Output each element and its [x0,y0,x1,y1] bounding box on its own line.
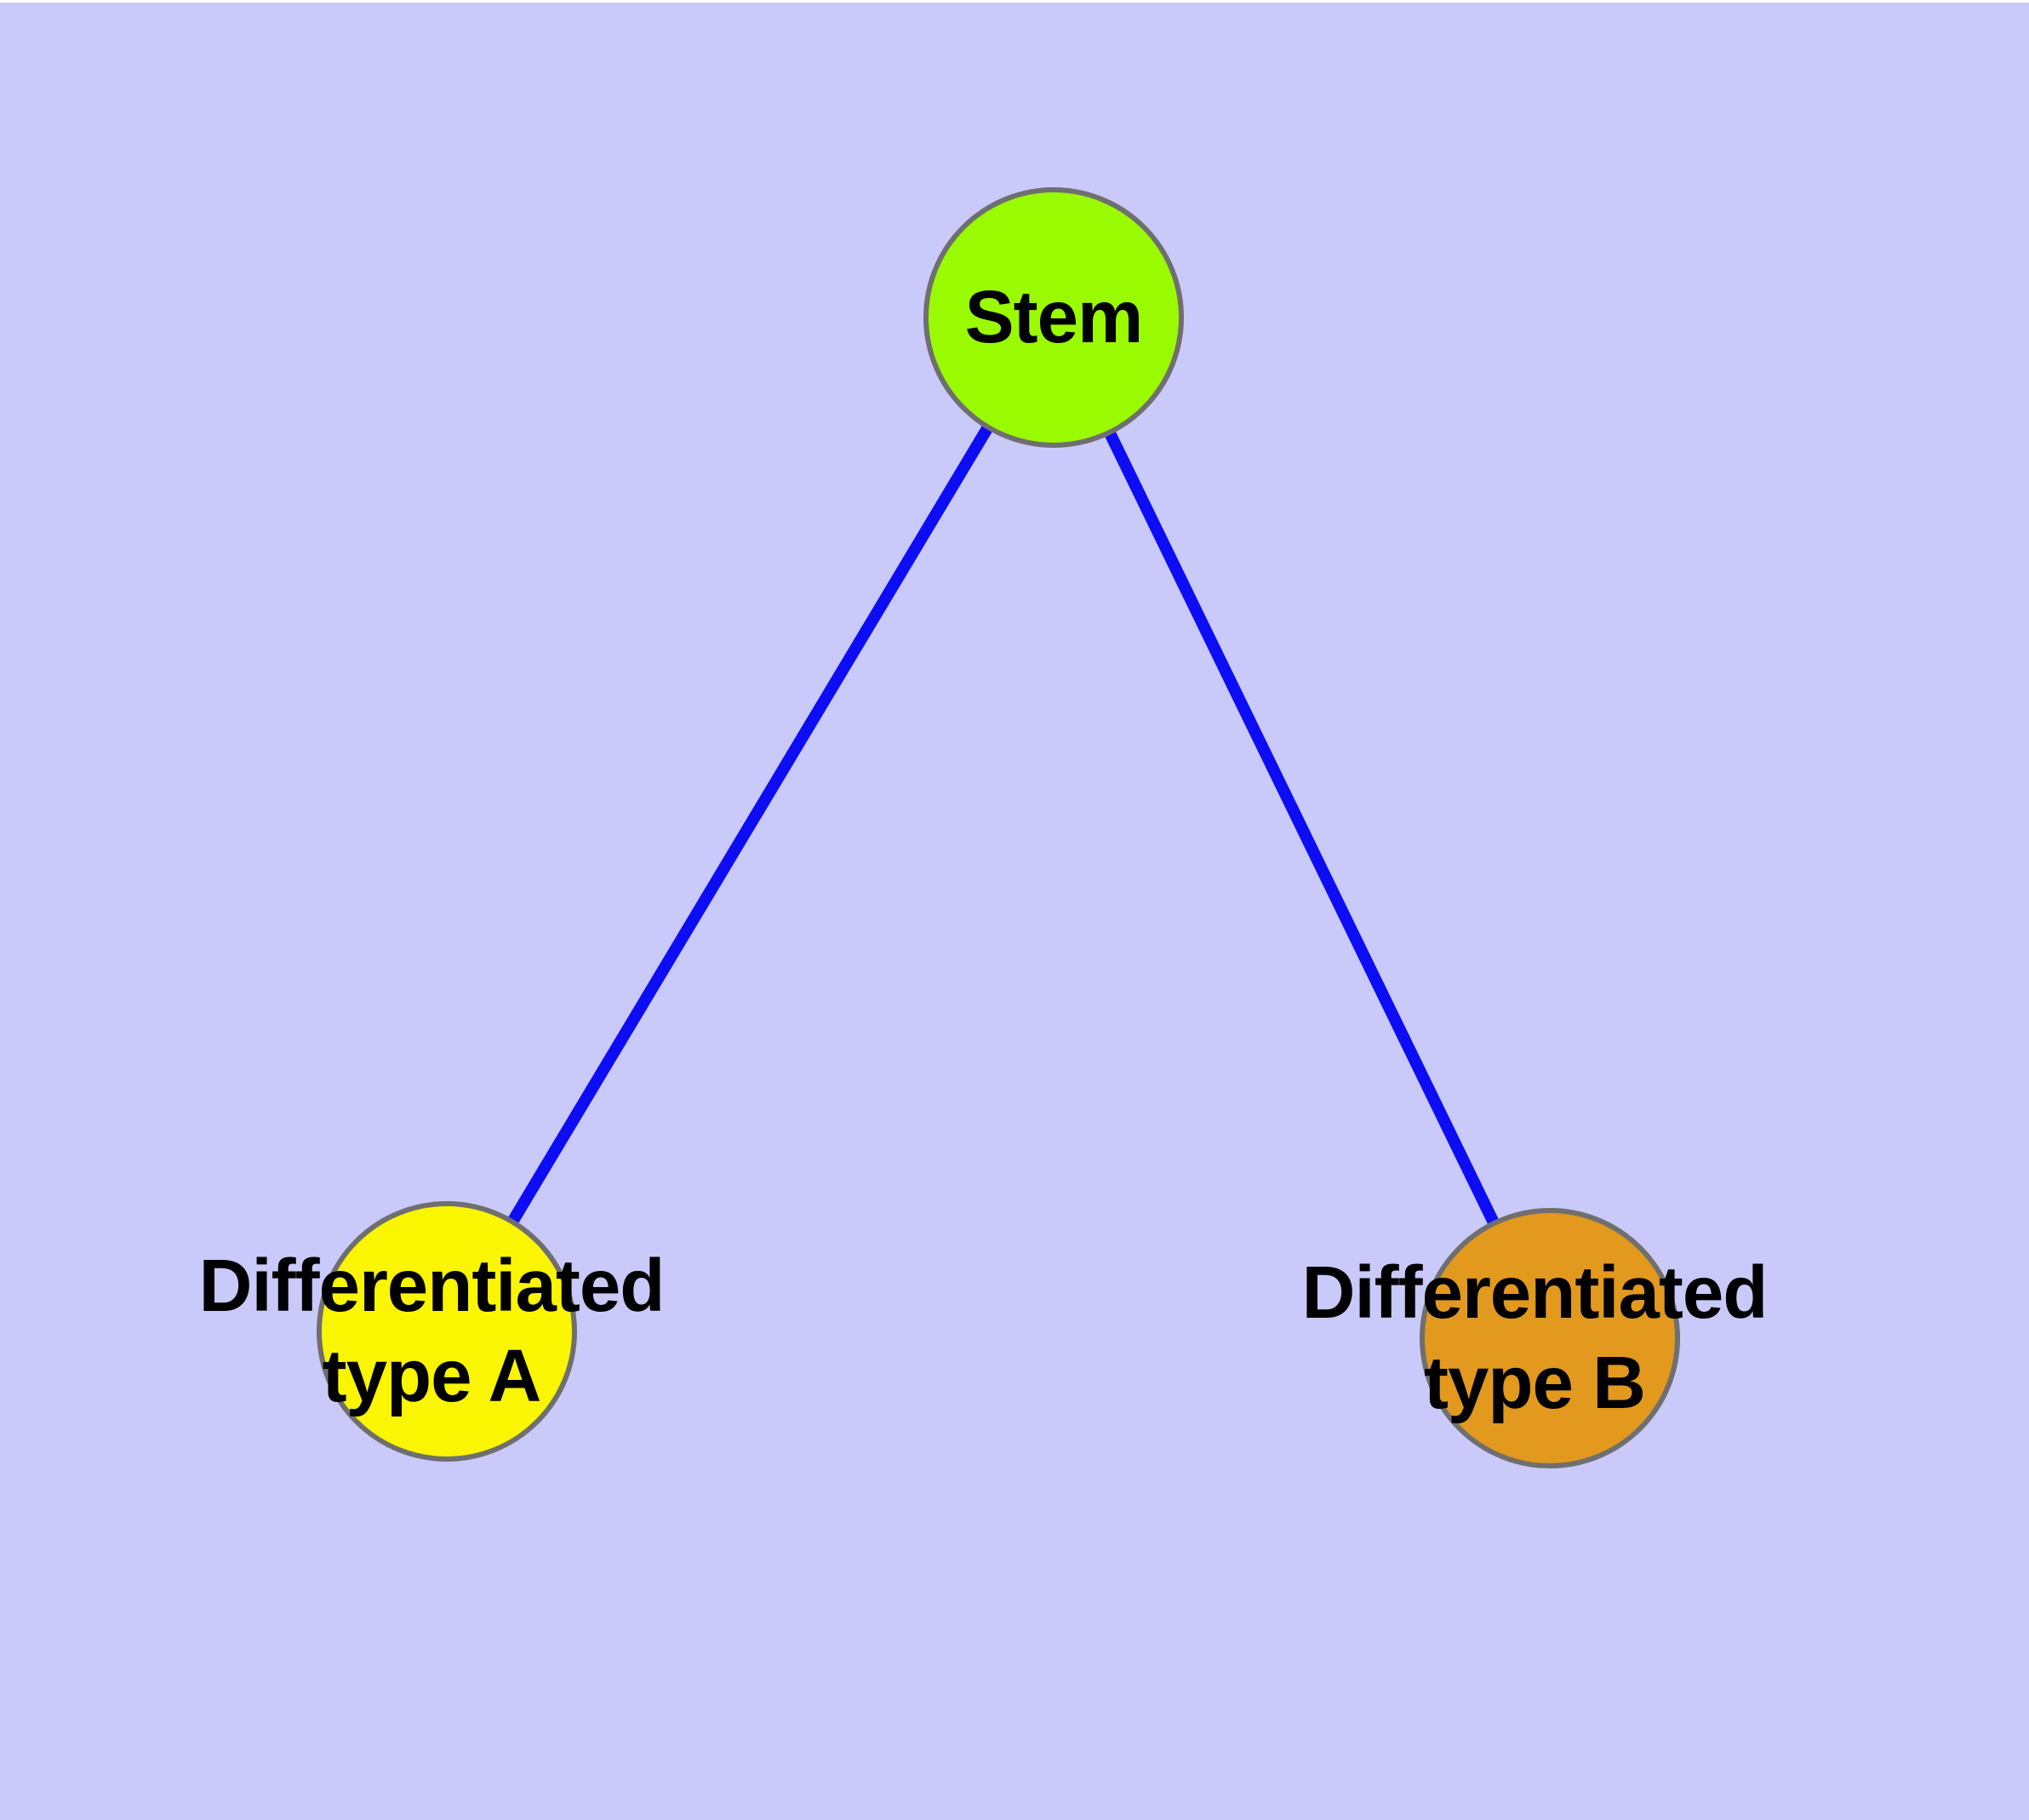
node-type-b-label-line2: type B [1424,1342,1646,1424]
node-type-a-label-line1: Differentiated [198,1245,666,1327]
node-stem-label: Stem [964,272,1144,363]
edge-stem-to-type-a [441,314,1060,1335]
node-differentiated-type-a[interactable]: Differentiated type A [199,1201,665,1462]
edge-stem-to-type-b [1048,314,1556,1342]
node-type-a-label-line2: type A [322,1335,542,1417]
node-type-b-label-line1: Differentiated [1301,1251,1769,1334]
node-differentiated-type-b[interactable]: Differentiated type B [1302,1208,1768,1468]
node-stem-label-line: Stem [964,276,1144,358]
node-type-b-label: Differentiated type B [1301,1248,1769,1428]
node-type-a-label: Differentiated type A [198,1241,666,1422]
node-stem[interactable]: Stem [923,187,1184,448]
